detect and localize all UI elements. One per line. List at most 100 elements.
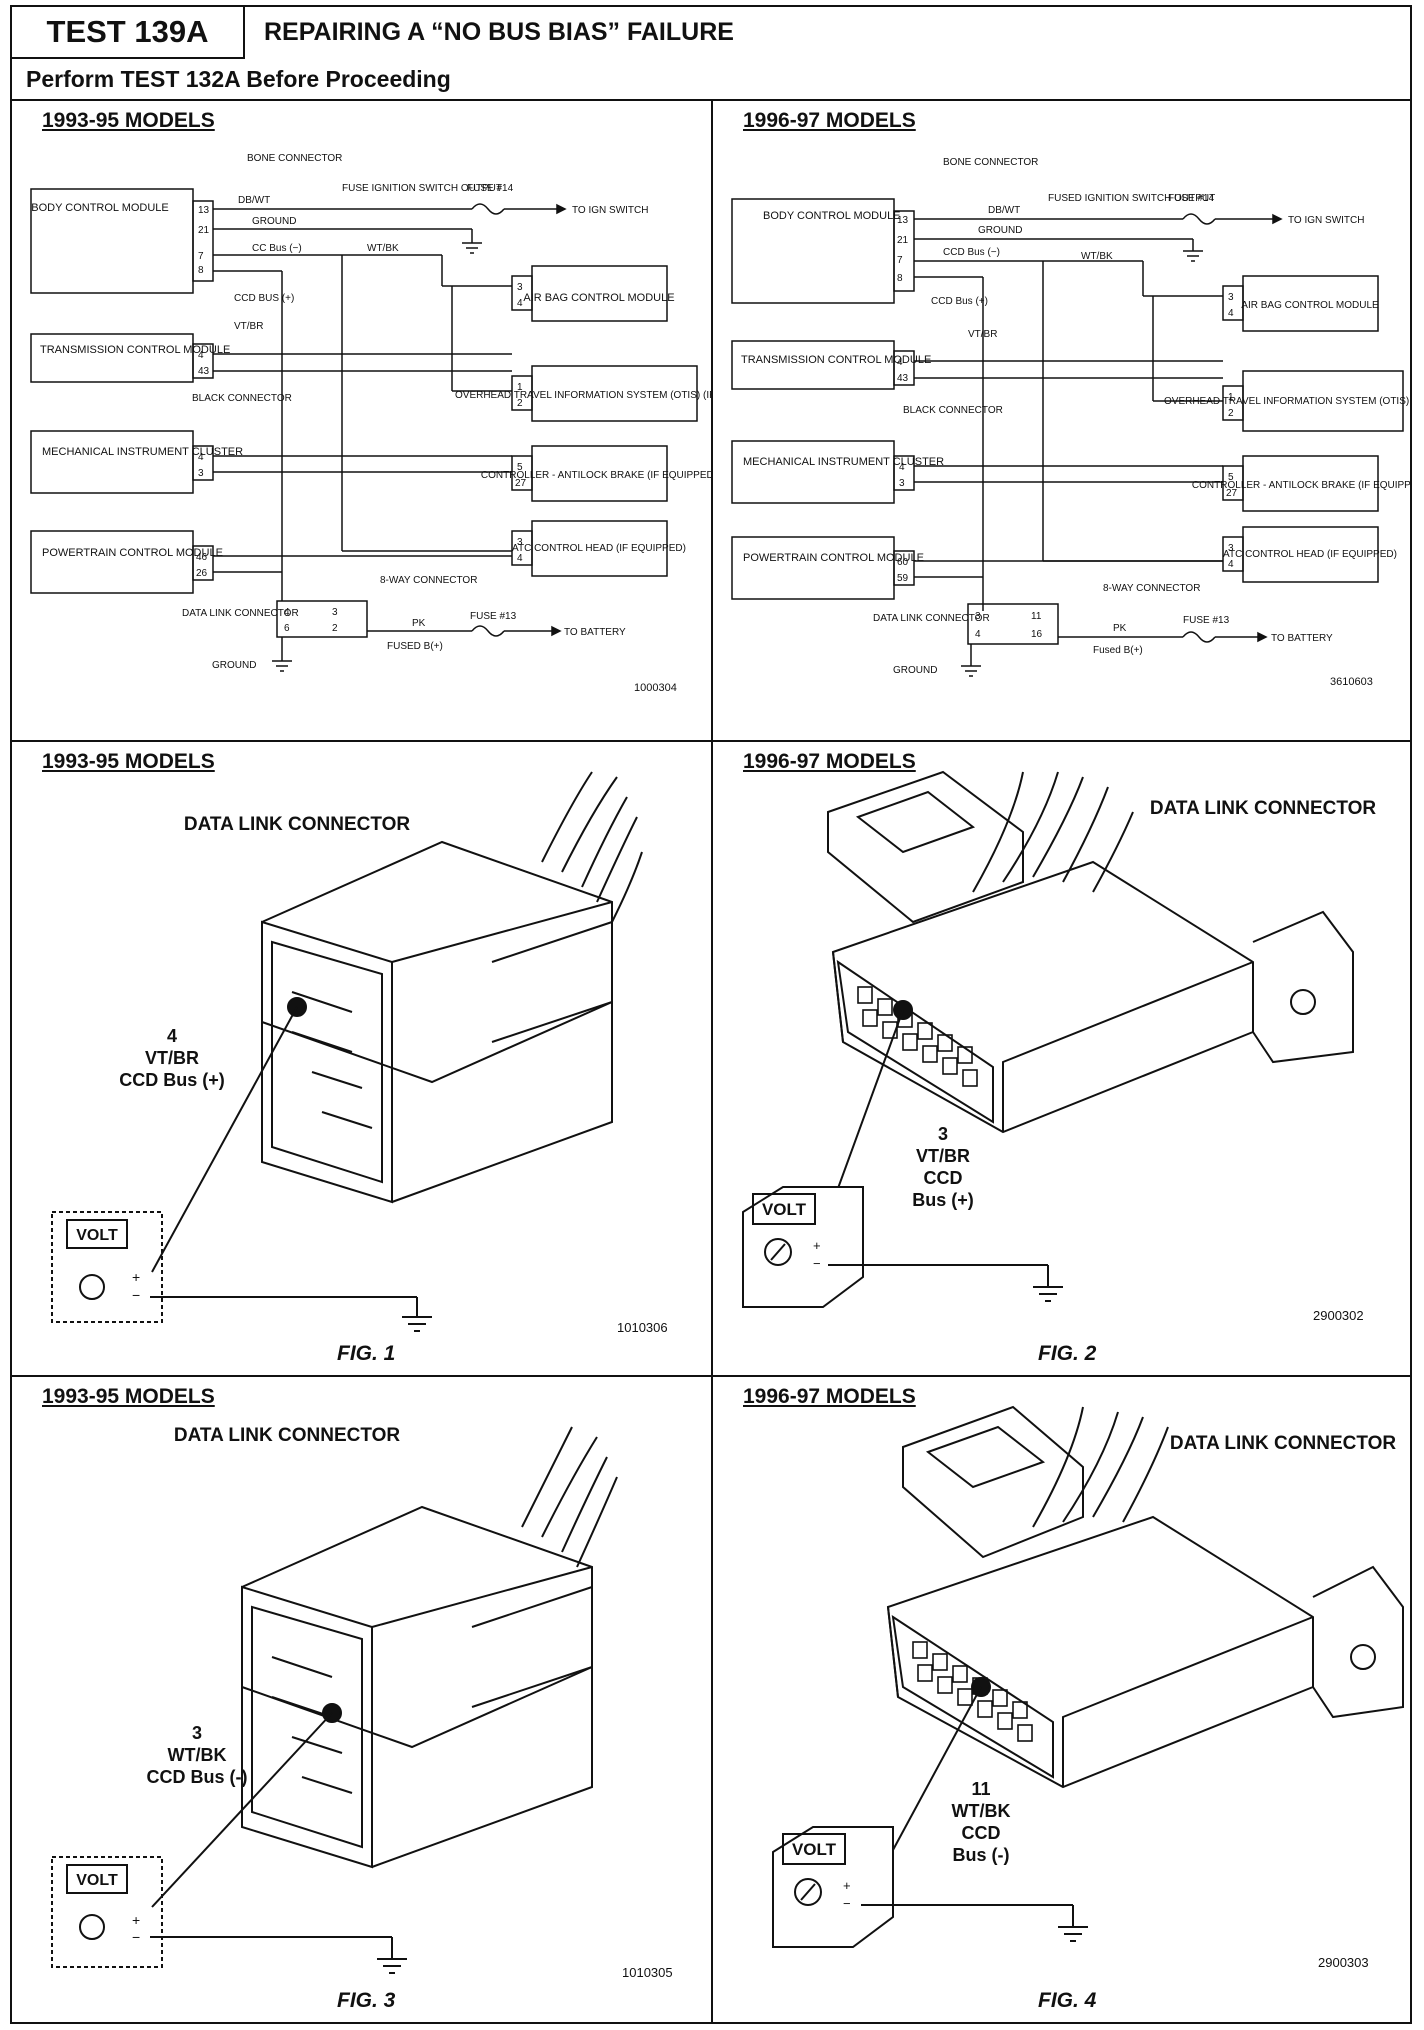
mechanical-instrument-cluster bbox=[731, 440, 895, 504]
svg-text:−: − bbox=[132, 1929, 140, 1945]
connector-label: DATA LINK CONNECTOR bbox=[174, 1425, 401, 1446]
diagram-number: 3610603 bbox=[1330, 676, 1373, 688]
tcm-pin-block bbox=[192, 343, 214, 379]
data-link-connector bbox=[276, 600, 368, 638]
dlc-pin: 2 bbox=[332, 623, 338, 634]
meter-label: VOLT bbox=[76, 1872, 118, 1889]
test-page: TEST 139A REPAIRING A “NO BUS BIAS” FAIL… bbox=[10, 5, 1412, 2024]
wire-label: TO IGN SWITCH bbox=[572, 205, 648, 216]
mic-pin: 4 bbox=[198, 452, 204, 463]
row-divider-2 bbox=[12, 1375, 1410, 1377]
connector-label: DATA LINK CONNECTOR bbox=[1150, 798, 1377, 819]
airbag-pin: 4 bbox=[517, 298, 523, 309]
airbag-label: AIR BAG CONTROL MODULE bbox=[1241, 300, 1379, 311]
figure-number: 1010306 bbox=[617, 1320, 668, 1335]
dlc-pin: 4 bbox=[284, 607, 290, 618]
svg-text:+: + bbox=[813, 1238, 821, 1253]
tcm-label: TRANSMISSION CONTROL MODULE bbox=[40, 344, 230, 356]
abs-pin: 27 bbox=[515, 478, 527, 489]
wire-label: GROUND bbox=[212, 660, 256, 671]
wire-label: DB/WT bbox=[238, 195, 270, 206]
fuse-label: FUSE #14 bbox=[467, 183, 514, 194]
dlc-connector-drawing bbox=[827, 770, 1354, 1134]
mic-pin-block bbox=[893, 455, 915, 491]
abs-label: CONTROLLER - ANTILOCK BRAKE (IF EQUIPPED… bbox=[481, 470, 711, 481]
wire-label: TO IGN SWITCH bbox=[1288, 215, 1364, 226]
dlc-pin: 11 bbox=[1031, 611, 1042, 622]
pcm-pin: 26 bbox=[196, 568, 208, 579]
pin-number: 3 bbox=[938, 1124, 948, 1144]
bus-label: Bus (+) bbox=[912, 1190, 974, 1210]
wire-label: WT/BK bbox=[1081, 251, 1113, 262]
figure-caption: FIG. 1 bbox=[337, 1342, 396, 1365]
pcm-label: POWERTRAIN CONTROL MODULE bbox=[743, 552, 924, 564]
bus-label: Bus (-) bbox=[953, 1845, 1010, 1865]
bcm-label: BODY CONTROL MODULE bbox=[31, 202, 169, 214]
atc-pin: 4 bbox=[517, 553, 523, 564]
bcm-pin: 8 bbox=[198, 265, 204, 276]
fig4-panel: 1996-97 MODELS DATA LINK CONNECTOR bbox=[713, 1377, 1410, 2022]
wire-label: CCD Bus (−) bbox=[943, 247, 1000, 258]
connector-label: DATA LINK CONNECTOR bbox=[1170, 1433, 1397, 1454]
wire-color: VT/BR bbox=[145, 1048, 199, 1068]
pin-number: 4 bbox=[167, 1026, 177, 1046]
wire-label: VT/BR bbox=[968, 329, 997, 340]
atc-control-head bbox=[531, 520, 668, 577]
tcm-pin-block bbox=[893, 350, 915, 386]
bcm-pin: 8 bbox=[897, 273, 903, 284]
wire-label: VT/BR bbox=[234, 321, 263, 332]
bcm-pin: 21 bbox=[198, 225, 210, 236]
test-number: TEST 139A bbox=[12, 7, 245, 59]
bcm-pin: 13 bbox=[897, 215, 909, 226]
wire-label: TO BATTERY bbox=[564, 627, 626, 638]
atc-label: ATC CONTROL HEAD (IF EQUIPPED) bbox=[1223, 549, 1397, 560]
wire-label: FUSE IGNITION SWITCH OUTPUT bbox=[342, 183, 502, 194]
abs-pin: 27 bbox=[1226, 488, 1238, 499]
figure-number: 2900303 bbox=[1318, 1955, 1369, 1970]
fuse-label: FUSE #13 bbox=[1183, 615, 1230, 626]
meter-label: VOLT bbox=[76, 1227, 118, 1244]
data-link-connector bbox=[967, 603, 1059, 645]
probe-lead bbox=[151, 1006, 298, 1273]
voltmeter: VOLT + − bbox=[742, 1186, 864, 1308]
dlc-connector-drawing bbox=[261, 771, 643, 1204]
bus-label: CCD Bus (+) bbox=[119, 1070, 225, 1090]
column-divider bbox=[711, 101, 713, 2022]
bcm-pin: 7 bbox=[897, 255, 903, 266]
connector-label: DATA LINK CONNECTOR bbox=[184, 814, 411, 835]
otis-pin: 2 bbox=[517, 398, 523, 409]
pcm-pin-block bbox=[893, 550, 915, 586]
tcm-label: TRANSMISSION CONTROL MODULE bbox=[741, 354, 931, 366]
connector-label: DATA LINK CONNECTOR bbox=[873, 613, 990, 624]
airbag-pin: 4 bbox=[1228, 308, 1234, 319]
svg-text:−: − bbox=[843, 1896, 851, 1911]
bus-label: CCD bbox=[924, 1168, 963, 1188]
fig3-panel: 1993-95 MODELS DATA LINK CONNECTOR 3 WT/… bbox=[12, 1377, 711, 2022]
airbag-label: AIR BAG CONTROL MODULE bbox=[523, 292, 674, 304]
figure-caption: FIG. 2 bbox=[1038, 1342, 1097, 1365]
subtitle-bar: Perform TEST 132A Before Proceeding bbox=[12, 59, 1410, 101]
panel-title: 1993-95 MODELS bbox=[42, 109, 215, 132]
abs-pin: 5 bbox=[517, 462, 523, 473]
pcm-label: POWERTRAIN CONTROL MODULE bbox=[42, 547, 223, 559]
wire-label: CCD Bus (+) bbox=[931, 296, 988, 307]
wiring-diagram-1996-97: 1996-97 MODELS BODY CONTROL MODULE 13 21… bbox=[713, 101, 1410, 740]
antilock-brake-controller bbox=[531, 445, 668, 502]
connector-label: 8-WAY CONNECTOR bbox=[1103, 583, 1200, 594]
wire-label: PK bbox=[412, 618, 426, 629]
connector-label: BONE CONNECTOR bbox=[943, 157, 1038, 168]
pin-number: 11 bbox=[971, 1779, 990, 1799]
subtitle: Perform TEST 132A Before Proceeding bbox=[26, 66, 451, 92]
atc-pin: 4 bbox=[1228, 559, 1234, 570]
tcm-pin: 43 bbox=[198, 366, 210, 377]
wire-label: DB/WT bbox=[988, 205, 1020, 216]
dlc-pin: 3 bbox=[975, 611, 981, 622]
mic-pin: 3 bbox=[198, 468, 204, 479]
otis-label: OVERHEAD TRAVEL INFORMATION SYSTEM (OTIS… bbox=[455, 390, 711, 401]
wire-label: CCD BUS (+) bbox=[234, 293, 294, 304]
atc-label: ATC CONTROL HEAD (IF EQUIPPED) bbox=[512, 543, 686, 554]
bcm-pin: 7 bbox=[198, 251, 204, 262]
connector-label: DATA LINK CONNECTOR bbox=[182, 608, 299, 619]
wire-label: WT/BK bbox=[367, 243, 399, 254]
wire-label: FUSED IGNITION SWITCH OUTPUT bbox=[1048, 193, 1215, 204]
